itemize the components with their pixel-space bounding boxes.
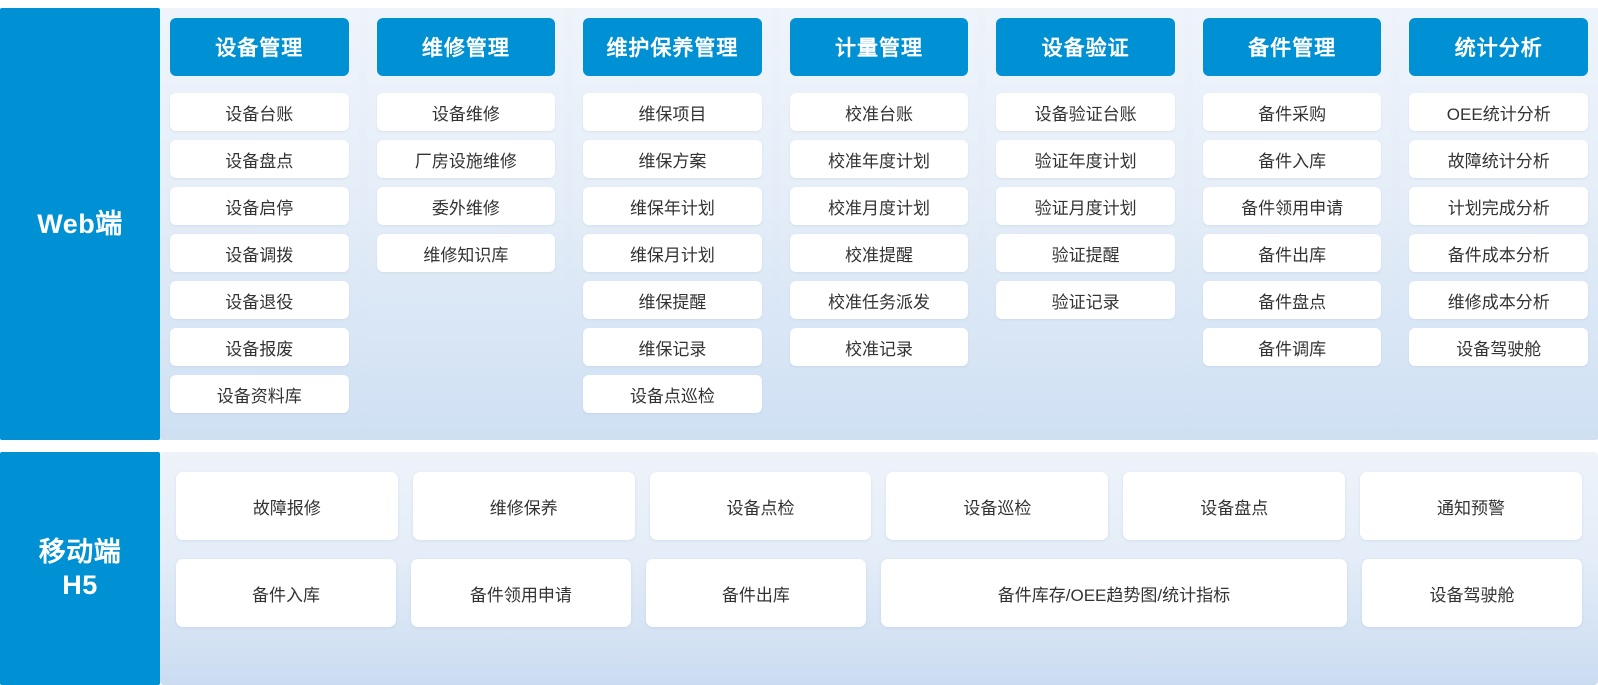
web-menu-item[interactable]: 委外维修 [376, 187, 556, 225]
web-platform-label: Web端 [0, 8, 160, 440]
web-menu-item[interactable]: 设备维修 [376, 93, 556, 131]
mobile-menu-item[interactable]: 通知预警 [1360, 472, 1582, 540]
web-column: 备件管理备件采购备件入库备件领用申请备件出库备件盘点备件调库 [1192, 8, 1392, 440]
web-menu-item[interactable]: 校准台账 [789, 93, 969, 131]
mobile-platform-label: 移动端 H5 [0, 452, 160, 685]
web-menu-item[interactable]: 备件调库 [1202, 328, 1382, 366]
web-column: 维护保养管理维保项目维保方案维保年计划维保月计划维保提醒维保记录设备点巡检 [573, 8, 772, 440]
mobile-menu-item[interactable]: 备件领用申请 [410, 559, 631, 627]
web-menu-item[interactable]: 维保提醒 [583, 281, 762, 319]
mobile-menu-item[interactable]: 备件库存/OEE趋势图/统计指标 [880, 559, 1348, 627]
mobile-platform-label-line1: 移动端 [38, 536, 122, 567]
web-menu-item[interactable]: 维保记录 [583, 328, 762, 366]
web-menu-item[interactable]: 校准任务派发 [789, 281, 969, 319]
web-column: 维修管理设备维修厂房设施维修委外维修维修知识库 [366, 8, 566, 440]
web-menu-item[interactable]: 备件领用申请 [1202, 187, 1382, 225]
mobile-row: 故障报修维修保养设备点检设备巡检设备盘点通知预警 [176, 472, 1582, 540]
mobile-row: 备件入库备件领用申请备件出库备件库存/OEE趋势图/统计指标设备驾驶舱 [176, 559, 1583, 627]
mobile-menu-item[interactable]: 设备巡检 [886, 472, 1109, 540]
mobile-menu-item[interactable]: 设备盘点 [1123, 472, 1346, 540]
web-column-header[interactable]: 备件管理 [1202, 18, 1382, 76]
web-menu-item[interactable]: 设备驾驶舱 [1409, 328, 1589, 366]
mobile-menu-item[interactable]: 故障报修 [176, 472, 398, 540]
web-menu-item[interactable]: 设备资料库 [170, 375, 349, 413]
web-menu-item[interactable]: 备件入库 [1202, 140, 1382, 178]
web-menu-item[interactable]: 备件成本分析 [1409, 234, 1589, 272]
web-menu-item[interactable]: 维保项目 [583, 93, 762, 131]
web-menu-item[interactable]: 设备调拨 [170, 234, 349, 272]
web-column: 设备管理设备台账设备盘点设备启停设备调拨设备退役设备报废设备资料库 [160, 8, 359, 440]
web-column-header[interactable]: 维护保养管理 [583, 18, 762, 76]
web-menu-item[interactable]: 维保年计划 [583, 187, 762, 225]
mobile-rows-container: 故障报修维修保养设备点检设备巡检设备盘点通知预警备件入库备件领用申请备件出库备件… [160, 452, 1598, 685]
web-section: Web端 设备管理设备台账设备盘点设备启停设备调拨设备退役设备报废设备资料库维修… [0, 8, 1598, 440]
web-column-header[interactable]: 设备管理 [170, 18, 349, 76]
mobile-section: 移动端 H5 故障报修维修保养设备点检设备巡检设备盘点通知预警备件入库备件领用申… [0, 452, 1598, 685]
web-column-header[interactable]: 计量管理 [789, 18, 969, 76]
web-platform-label-text: Web端 [37, 208, 123, 239]
web-menu-item[interactable]: 故障统计分析 [1409, 140, 1589, 178]
web-menu-item[interactable]: 备件出库 [1202, 234, 1382, 272]
web-column-header[interactable]: 设备验证 [996, 18, 1175, 76]
web-menu-item[interactable]: 验证提醒 [996, 234, 1175, 272]
web-menu-item[interactable]: 校准年度计划 [789, 140, 969, 178]
web-menu-item[interactable]: 设备验证台账 [996, 93, 1175, 131]
web-menu-item[interactable]: 校准月度计划 [789, 187, 969, 225]
web-menu-item[interactable]: 校准提醒 [789, 234, 969, 272]
web-menu-item[interactable]: 设备退役 [170, 281, 349, 319]
web-columns-container: 设备管理设备台账设备盘点设备启停设备调拨设备退役设备报废设备资料库维修管理设备维… [160, 8, 1598, 440]
web-column: 计量管理校准台账校准年度计划校准月度计划校准提醒校准任务派发校准记录 [779, 8, 979, 440]
web-menu-item[interactable]: 厂房设施维修 [376, 140, 556, 178]
mobile-menu-item[interactable]: 备件入库 [176, 559, 396, 627]
web-menu-item[interactable]: 维保月计划 [583, 234, 762, 272]
web-menu-item[interactable]: 维保方案 [583, 140, 762, 178]
web-menu-item[interactable]: 维修知识库 [376, 234, 556, 272]
web-column: 设备验证设备验证台账验证年度计划验证月度计划验证提醒验证记录 [986, 8, 1185, 440]
web-menu-item[interactable]: 设备台账 [170, 93, 349, 131]
web-menu-item[interactable]: 校准记录 [789, 328, 969, 366]
web-menu-item[interactable]: 设备点巡检 [583, 375, 762, 413]
web-menu-item[interactable]: 设备启停 [170, 187, 349, 225]
mobile-menu-item[interactable]: 备件出库 [645, 559, 866, 627]
mobile-menu-item[interactable]: 设备点检 [649, 472, 872, 540]
web-menu-item[interactable]: 备件采购 [1202, 93, 1382, 131]
web-menu-item[interactable]: 设备盘点 [170, 140, 349, 178]
web-menu-item[interactable]: 备件盘点 [1202, 281, 1382, 319]
web-menu-item[interactable]: 验证月度计划 [996, 187, 1175, 225]
web-column: 统计分析 OEE统计分析故障统计分析计划完成分析备件成本分析维修成本分析设备驾驶舱 [1399, 8, 1598, 440]
web-menu-item[interactable]: 维修成本分析 [1409, 281, 1589, 319]
web-column-header[interactable]: 维修管理 [376, 18, 556, 76]
mobile-platform-label-line2: H5 [62, 569, 98, 600]
mobile-menu-item[interactable]: 设备驾驶舱 [1362, 559, 1583, 627]
mobile-menu-item[interactable]: 维修保养 [412, 472, 635, 540]
web-menu-item[interactable]: 验证年度计划 [996, 140, 1175, 178]
web-menu-item[interactable]: OEE统计分析 [1409, 93, 1589, 131]
web-menu-item[interactable]: 验证记录 [996, 281, 1175, 319]
web-column-header[interactable]: 统计分析 [1409, 18, 1589, 76]
web-menu-item[interactable]: 计划完成分析 [1409, 187, 1589, 225]
web-menu-item[interactable]: 设备报废 [170, 328, 349, 366]
